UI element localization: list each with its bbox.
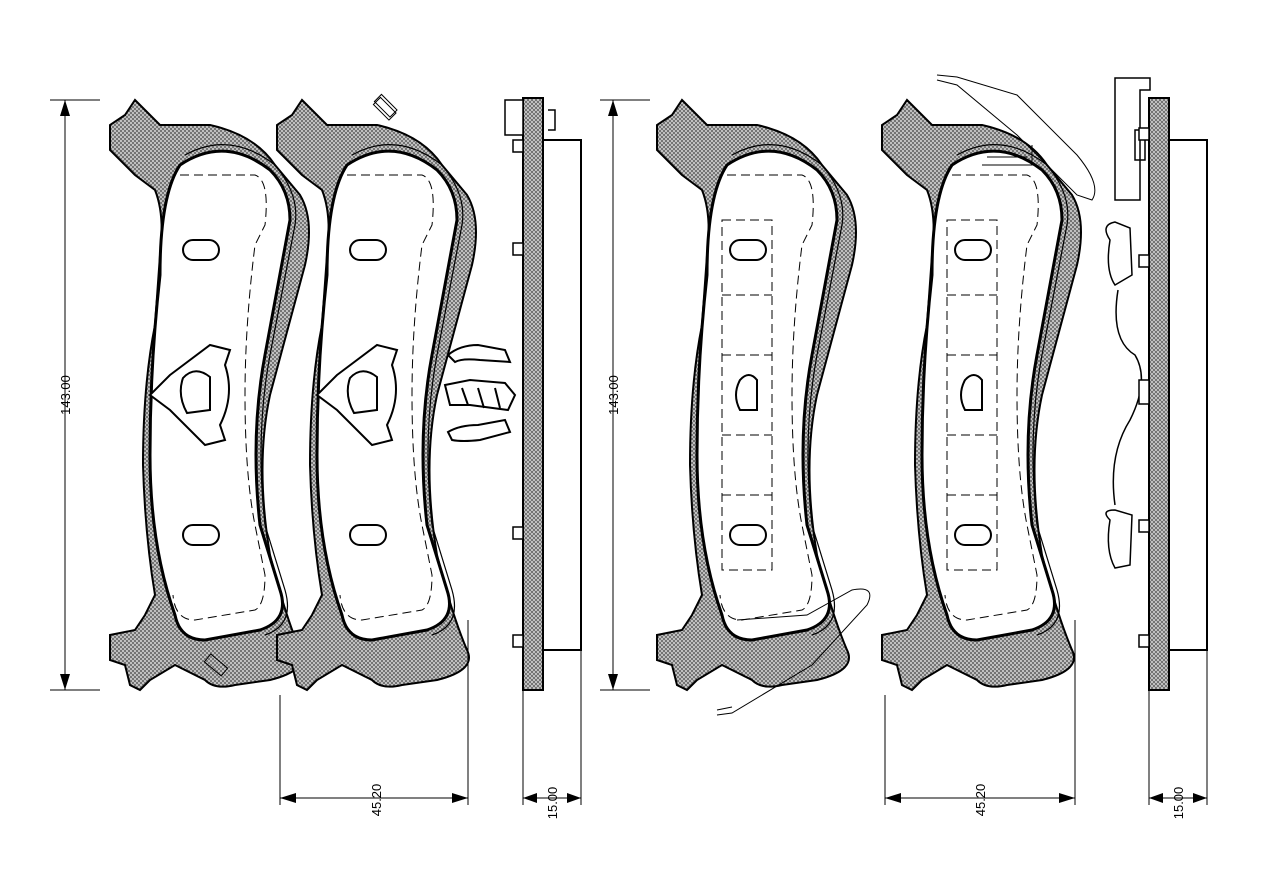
sensor-clip-profile [1105, 77, 1151, 569]
right-width-dimension: 45.20 [884, 620, 1076, 817]
left-thickness-label: 15.00 [545, 787, 560, 820]
left-width-label: 45.20 [369, 784, 384, 817]
left-height-label: 143.00 [58, 375, 73, 415]
left-pad-side-profile [504, 97, 582, 691]
right-width-label: 45.20 [973, 784, 988, 817]
wear-indicator-wire [716, 588, 871, 716]
right-pad-side-profile [1138, 97, 1208, 691]
anti-rattle-plate-2 [315, 343, 399, 447]
right-height-label: 143.00 [606, 375, 621, 415]
left-thickness-dimension: 15.00 [522, 650, 582, 820]
right-pad-front-view [655, 98, 871, 716]
left-pad-set: 143.00 [50, 93, 582, 820]
right-pad-rear-view [880, 74, 1096, 692]
right-height-dimension: 143.00 [600, 99, 650, 691]
right-thickness-dimension: 15.00 [1148, 650, 1208, 820]
left-width-dimension: 45.20 [279, 620, 469, 817]
right-pad-set: 143.00 [600, 74, 1208, 820]
left-pad-rear-view [275, 96, 478, 692]
spring-clip [443, 343, 517, 442]
left-height-dimension: 143.00 [50, 99, 100, 691]
anti-rattle-plate [148, 343, 232, 447]
wear-indicator-wire-top [936, 74, 1096, 201]
left-pad-front-view [108, 93, 398, 692]
right-thickness-label: 15.00 [1171, 787, 1186, 820]
